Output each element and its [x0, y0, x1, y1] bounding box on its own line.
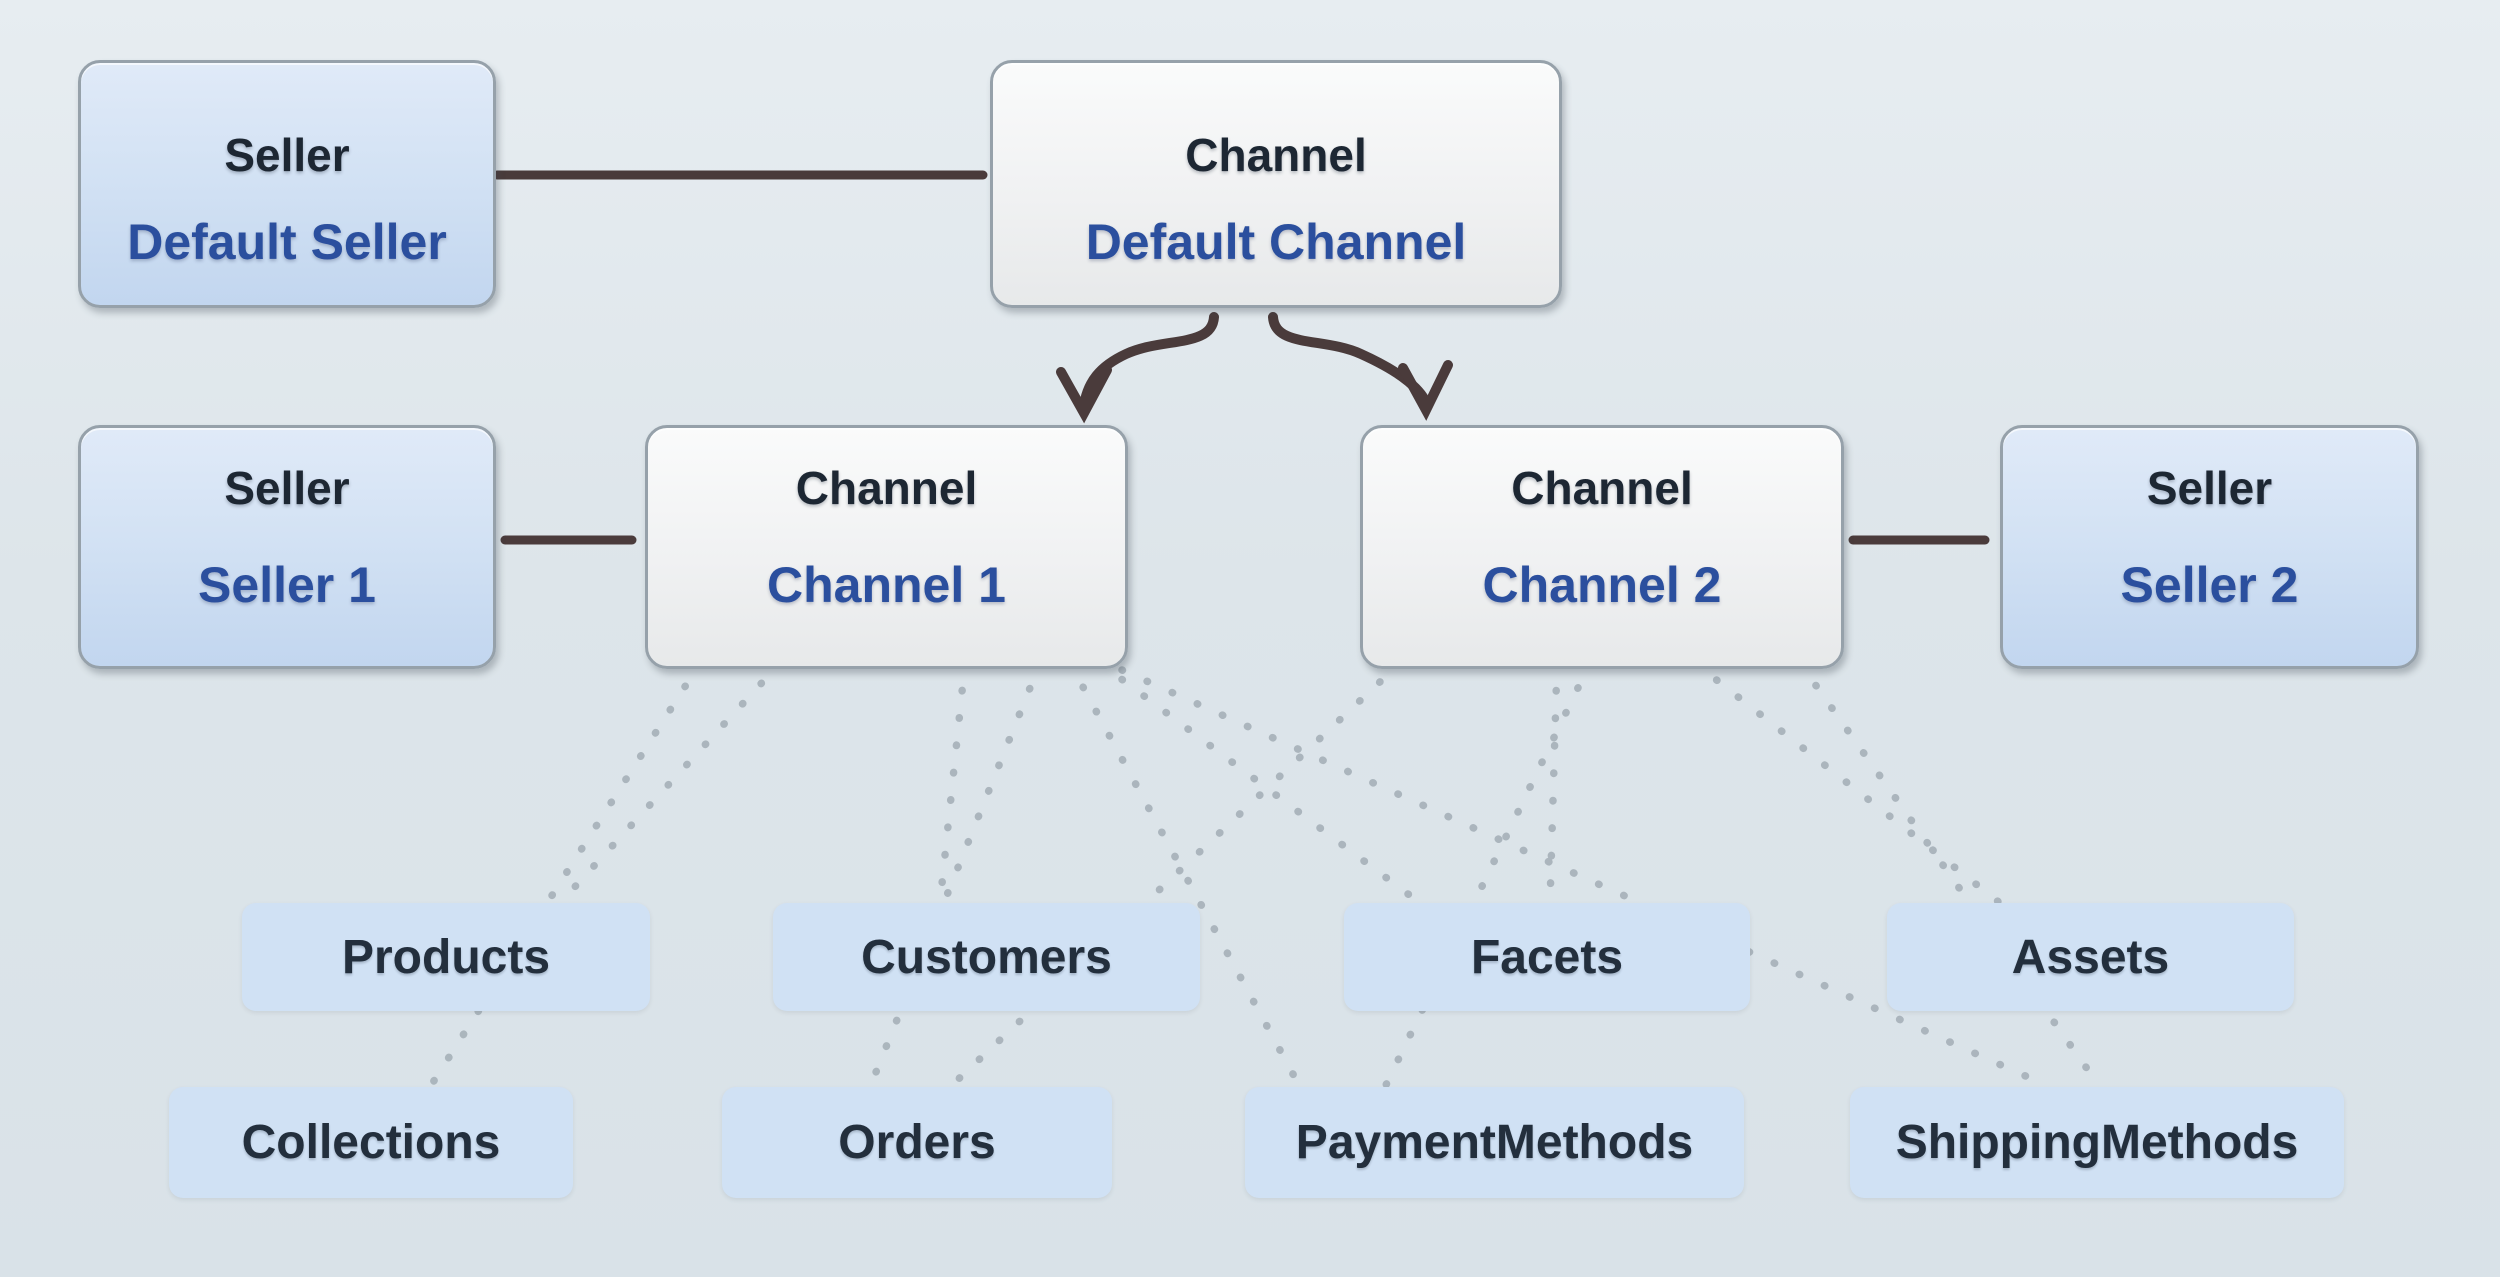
node-name: Channel 1 [767, 557, 1006, 613]
entity-products: Products [242, 903, 650, 1011]
edge-channel1-orders [866, 659, 1044, 1091]
node-type-label: Channel [1185, 129, 1367, 181]
node-name: Seller 2 [2120, 557, 2299, 613]
entity-collections: Collections [169, 1087, 573, 1198]
edge-channel1-facets [1096, 659, 1424, 907]
node-type-label: Channel [1511, 462, 1693, 514]
node-name: Channel 2 [1482, 557, 1722, 613]
edge-channel2-shippingmethods [1796, 659, 2104, 1091]
node-default-channel: Channel Default Channel [990, 60, 1562, 308]
dashed-edges [426, 659, 2104, 1091]
node-type-label: Seller [2146, 462, 2273, 514]
entity-orders: Orders [722, 1087, 1112, 1198]
node-name: Default Channel [1085, 214, 1467, 270]
solid-edges [492, 170, 1990, 545]
node-name: Seller 1 [198, 557, 376, 613]
edge-channel1-shippingmethods [1118, 666, 2054, 1091]
entity-assets: Assets [1887, 903, 2294, 1011]
node-seller2: Seller Seller 2 [2000, 425, 2419, 669]
edge-channel1-products [556, 659, 784, 907]
node-channel2: Channel Channel 2 [1360, 425, 1844, 669]
node-default-seller: Seller Default Seller [78, 60, 496, 308]
edge-channel2-facets [1546, 659, 1561, 907]
edge-channel2-assets [1691, 659, 2004, 907]
edge-channel1-paymentmethods [1066, 659, 1304, 1091]
arrow-edges [1056, 312, 1453, 424]
node-type-label: Channel [795, 462, 978, 514]
entity-facets: Facets [1344, 903, 1750, 1011]
arrow-defaultchannel-channel1 [1080, 312, 1219, 405]
node-name: Default Seller [127, 214, 447, 270]
arrowhead-channel2 [1398, 360, 1453, 421]
edge-channel1-collections [426, 659, 704, 1091]
arrowhead-channel1 [1056, 365, 1112, 424]
node-type-label: Seller [224, 129, 350, 181]
arrow-defaultchannel-channel2 [1268, 312, 1428, 402]
entity-shipping-methods: ShippingMethods [1850, 1087, 2344, 1198]
entity-payment-methods: PaymentMethods [1245, 1087, 1744, 1198]
node-type-label: Seller [224, 462, 350, 514]
node-seller1: Seller Seller 1 [78, 425, 496, 669]
entity-customers: Customers [773, 903, 1200, 1011]
edge-channel2-paymentmethods [1381, 659, 1594, 1091]
node-channel1: Channel Channel 1 [645, 425, 1128, 669]
edge-channel2-orders [946, 659, 1404, 1091]
